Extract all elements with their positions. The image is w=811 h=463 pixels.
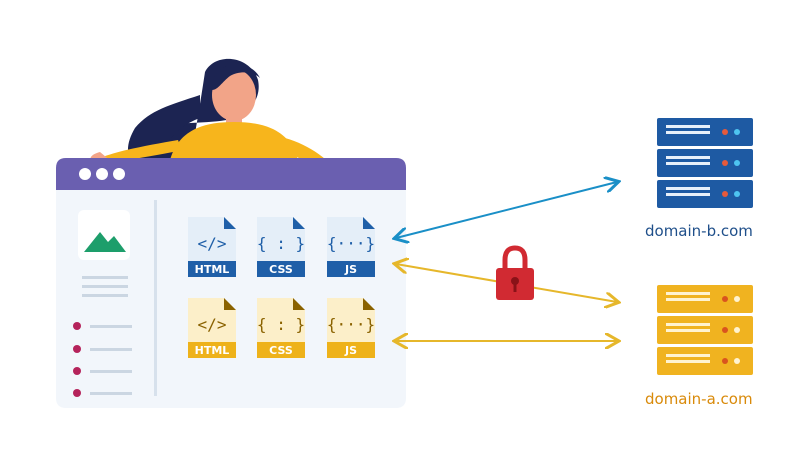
server-led xyxy=(722,191,728,197)
sidebar-text-line xyxy=(82,276,128,279)
js-symbol: {···} xyxy=(327,234,375,253)
file-band xyxy=(327,342,375,358)
file-label: HTML xyxy=(195,263,230,276)
server-led xyxy=(722,160,728,166)
file-band xyxy=(188,342,236,358)
image-thumbnail xyxy=(78,210,130,260)
server-led xyxy=(734,129,740,135)
file-fold xyxy=(293,217,305,229)
file-yellow-html: </> HTML xyxy=(188,298,236,358)
server-led xyxy=(734,358,740,364)
file-blue-html: </> HTML xyxy=(188,217,236,277)
server-domain-a xyxy=(657,285,753,375)
lock-shackle xyxy=(502,245,528,270)
file-yellow-js: {···} JS xyxy=(327,298,375,358)
server-led xyxy=(722,327,728,333)
sidebar-text-line xyxy=(82,294,128,297)
file-label: CSS xyxy=(269,344,293,357)
file-fold xyxy=(224,298,236,310)
domain-b-label: domain-b.com xyxy=(645,222,753,240)
sidebar-text-line xyxy=(82,285,128,288)
server-led xyxy=(722,129,728,135)
server-led xyxy=(734,327,740,333)
html-symbol: </> xyxy=(198,234,227,253)
person-hair-top xyxy=(211,64,260,90)
file-yellow-css: { : } CSS xyxy=(257,298,305,358)
lock-icon xyxy=(496,245,534,300)
server-led xyxy=(734,296,740,302)
list-bullet xyxy=(73,322,81,330)
server-domain-b xyxy=(657,118,753,208)
list-line xyxy=(90,325,132,328)
sidebar-divider xyxy=(154,200,157,396)
list-line xyxy=(90,392,132,395)
mountain-icon xyxy=(84,232,126,252)
person-hair-back xyxy=(127,95,200,160)
window-dot-3 xyxy=(113,168,125,180)
domain-a-label: domain-a.com xyxy=(645,390,753,408)
lock-keyhole-slot xyxy=(513,283,517,292)
arrow-blue-js-to-domain-b xyxy=(396,182,617,238)
css-symbol: { : } xyxy=(257,234,305,253)
html-symbol: </> xyxy=(198,315,227,334)
server-vents xyxy=(666,125,710,196)
file-label: CSS xyxy=(269,263,293,276)
list-bullet xyxy=(73,367,81,375)
js-symbol: {···} xyxy=(327,315,375,334)
server-led xyxy=(722,358,728,364)
file-band xyxy=(327,261,375,277)
list-bullet xyxy=(73,389,81,397)
file-label: JS xyxy=(344,344,357,357)
person-left-arm xyxy=(100,140,182,162)
server-led xyxy=(734,191,740,197)
server-led xyxy=(734,160,740,166)
list-line xyxy=(90,348,132,351)
lock-keyhole xyxy=(511,277,519,285)
person-shirt xyxy=(170,122,298,160)
file-band xyxy=(188,261,236,277)
browser-window xyxy=(56,158,406,408)
css-symbol: { : } xyxy=(257,315,305,334)
file-band xyxy=(257,342,305,358)
window-dot-1 xyxy=(79,168,91,180)
file-blue-css: { : } CSS xyxy=(257,217,305,277)
file-fold xyxy=(293,298,305,310)
file-label: HTML xyxy=(195,344,230,357)
file-fold xyxy=(363,217,375,229)
server-led xyxy=(722,296,728,302)
list-bullet xyxy=(73,345,81,353)
file-fold xyxy=(224,217,236,229)
window-dot-2 xyxy=(96,168,108,180)
file-blue-js: {···} JS xyxy=(327,217,375,277)
server-vents xyxy=(666,292,710,363)
file-fold xyxy=(363,298,375,310)
browser-body xyxy=(56,190,406,408)
list-line xyxy=(90,370,132,373)
file-band xyxy=(257,261,305,277)
browser-title-bar xyxy=(56,158,406,190)
file-label: JS xyxy=(344,263,357,276)
